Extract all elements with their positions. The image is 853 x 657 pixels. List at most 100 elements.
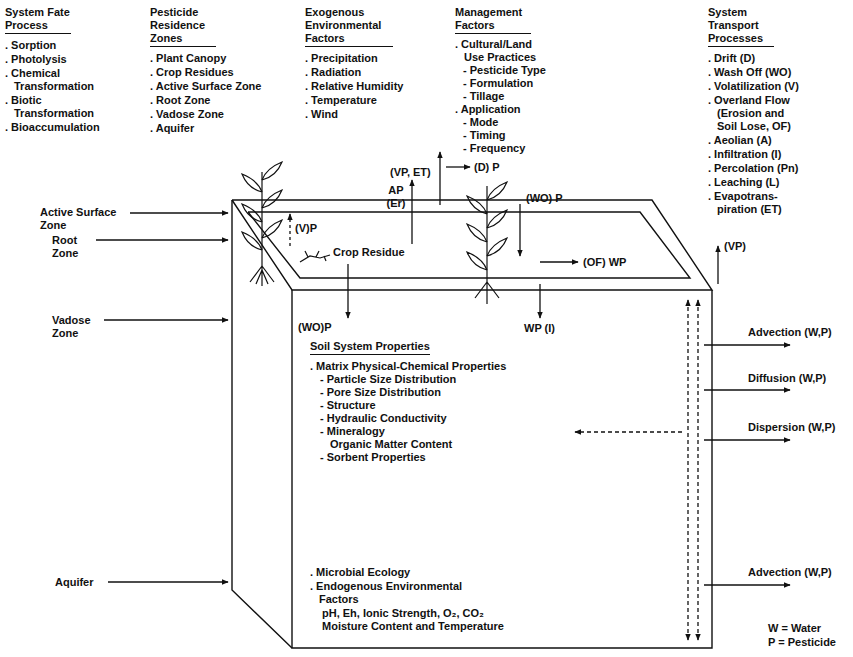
infiltration-arrow (539, 284, 540, 318)
flux-label: (WO)P (298, 321, 332, 334)
label-anchor: - Particle Size Distribution (320, 373, 456, 386)
plant-leaf (467, 252, 487, 270)
list-item: . Leaching (L) (708, 176, 838, 189)
list-item: . Plant Canopy (150, 52, 280, 65)
property-item: - Pore Size Distribution (320, 386, 441, 399)
label-anchor: (V)P (295, 222, 317, 235)
flux-label: AP (Er) (384, 184, 408, 210)
plant-leaf (487, 182, 507, 200)
text-column: System Transport Processes . Drift (D). W… (708, 6, 838, 217)
label-anchor: WP (I) (524, 322, 555, 335)
dispersion-arrow (575, 431, 682, 432)
property-item: . Matrix Physical-Chemical Properties (310, 360, 506, 373)
box-edge (292, 290, 712, 648)
plant-leaf (262, 220, 282, 238)
plant-leaf (242, 174, 262, 192)
property-item: - Mineralogy (320, 425, 385, 438)
list-item: . Photolysis (5, 53, 123, 66)
label-anchor: (OF) WP (583, 256, 626, 269)
residue-label: Crop Residue (333, 246, 405, 259)
flux-label: (D) P (474, 161, 500, 174)
label-anchor: Vadose Zone (52, 314, 102, 340)
column-heading: System Transport Processes (708, 6, 774, 47)
zone-label: Aquifer (55, 576, 94, 589)
column-heading: Exogenous Environmental Factors (305, 6, 393, 47)
list-item: - Frequency (463, 142, 550, 155)
label-anchor: . Endogenous Environmental Factors (310, 580, 480, 606)
list-item: - Mode (463, 116, 550, 129)
list-item: - Tillage (463, 90, 550, 103)
property-item: . Endogenous Environmental Factors (310, 580, 480, 606)
label-anchor: - Mineralogy (320, 425, 385, 438)
label-anchor: Crop Residue (333, 246, 405, 259)
transport-label: Advection (W,P) (748, 326, 832, 339)
text-column: Pesticide Residence Zones. Plant Canopy.… (150, 6, 280, 136)
flux-label: (VP) (724, 240, 746, 253)
list-item: . Wind (305, 108, 425, 121)
flux-label: (WO) P (526, 192, 563, 205)
label-anchor: W = Water (768, 622, 821, 635)
list-item: . Sorption (5, 39, 123, 52)
list-item: . Overland Flow (Erosion and Soil Lose, … (708, 94, 800, 133)
overland-flow-arrow (540, 261, 578, 262)
flux-label: (VP, ET) (390, 166, 431, 179)
label-anchor: (VP, ET) (390, 166, 431, 179)
property-item: - Sorbent Properties (320, 451, 426, 464)
zone-pointers (96, 213, 228, 582)
plant-roots (475, 282, 499, 304)
label-anchor: - Hydraulic Conductivity (320, 412, 447, 425)
percolation-arrow (697, 300, 698, 640)
label-anchor: Aquifer (55, 576, 94, 589)
label-anchor: (WO)P (298, 321, 332, 334)
diffusion-arrow (704, 389, 790, 390)
label-anchor: Root Zone (52, 234, 88, 260)
advection-arrow (704, 344, 790, 345)
label-anchor: Moisture Content and Temperature (322, 620, 504, 633)
label-anchor: . Microbial Ecology (310, 566, 410, 579)
volatilization-arrow (289, 214, 290, 246)
list-item: . Drift (D) (708, 52, 838, 65)
list-item: . Root Zone (150, 94, 280, 107)
zone-arrow (96, 239, 228, 240)
label-anchor: Soil System Properties (310, 340, 430, 355)
list-item: - Formulation (463, 77, 550, 90)
list-item: . Aeolian (A) (708, 134, 838, 147)
crop-residue (300, 251, 330, 262)
property-item: - Hydraulic Conductivity (320, 412, 447, 425)
text-column: Management Factors. Cultural/Land Use Pr… (455, 6, 550, 155)
property-item: pH, Eh, Ionic Strength, O₂, CO₂ (322, 607, 484, 620)
label-anchor: Organic Matter Content (330, 438, 452, 451)
zone-label: Vadose Zone (52, 314, 102, 340)
list-item: . Infiltration (I) (708, 148, 838, 161)
percolation-arrow (687, 300, 688, 640)
plant-leaf (262, 190, 282, 208)
list-item: . Wash Off (WO) (708, 66, 838, 79)
transport-label: Diffusion (W,P) (748, 372, 826, 385)
flux-label: WP (I) (524, 322, 555, 335)
drift-arrow (446, 166, 470, 167)
evapotranspiration-arrow (439, 152, 440, 205)
flux-label: (OF) WP (583, 256, 626, 269)
box-edge (248, 212, 690, 278)
list-item: . Relative Humidity (305, 80, 425, 93)
list-item: . Active Surface Zone (150, 80, 280, 93)
plant-leaf (467, 224, 487, 242)
label-anchor: (VP) (724, 240, 746, 253)
property-item: . Microbial Ecology (310, 566, 410, 579)
list-item: . Vadose Zone (150, 108, 280, 121)
zone-arrow (104, 319, 228, 320)
list-item: . Volatilization (V) (708, 80, 838, 93)
list-item: - Timing (463, 129, 550, 142)
list-item: . Crop Residues (150, 66, 280, 79)
advection-arrow (704, 584, 790, 585)
text-column: Exogenous Environmental Factors. Precipi… (305, 6, 425, 122)
plant-leaf (487, 238, 507, 256)
list-item: . Bioaccumulation (5, 121, 123, 134)
text-column: System Fate Process. Sorption. Photolysi… (5, 6, 123, 135)
list-item: . Temperature (305, 94, 425, 107)
label-anchor: (WO) P (526, 192, 563, 205)
label-anchor: - Structure (320, 399, 376, 412)
zone-arrow (108, 581, 228, 582)
property-item: Moisture Content and Temperature (322, 620, 504, 633)
